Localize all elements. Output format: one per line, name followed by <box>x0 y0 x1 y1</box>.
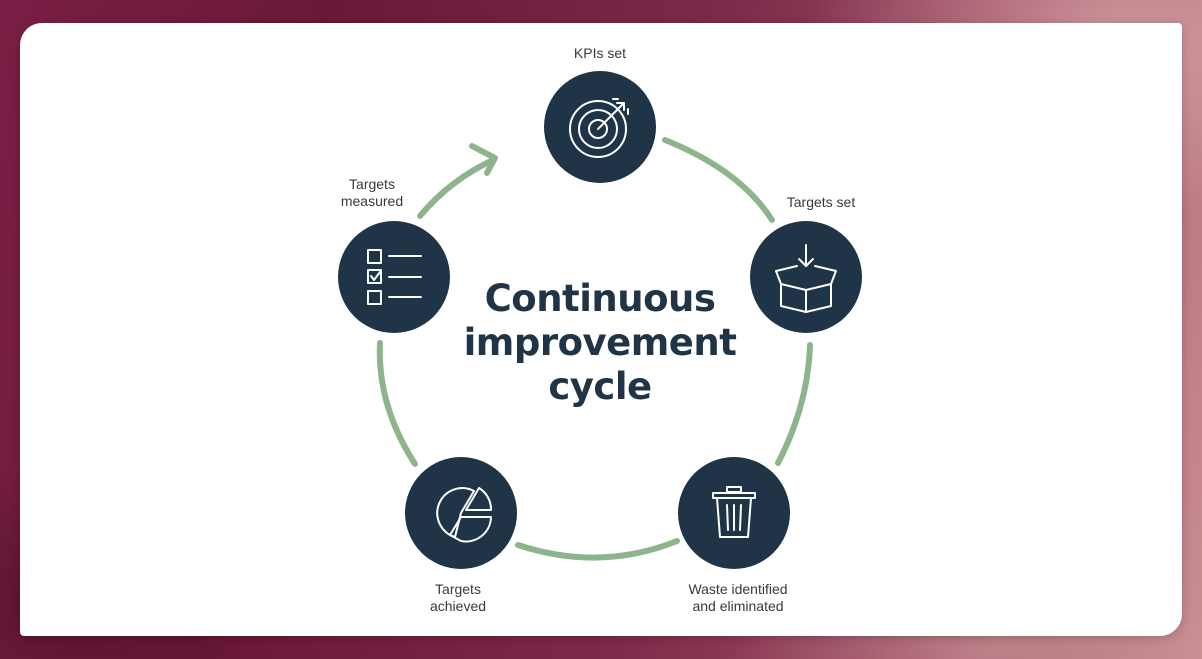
label-line: achieved <box>429 598 487 614</box>
arc-achieved-to-measured <box>376 340 418 467</box>
arc-kpis-to-targets-set <box>662 137 775 223</box>
arc-waste-to-achieved <box>515 538 680 561</box>
target-icon <box>569 98 629 158</box>
label-line: and eliminated <box>692 598 784 614</box>
title-line: improvement <box>463 321 737 364</box>
diagram-title: Continuous improvement cycle <box>440 277 760 409</box>
title-line: cycle <box>548 365 652 408</box>
arc-measured-to-kpis <box>417 157 496 219</box>
label-line: Waste identified <box>688 581 788 597</box>
label-targets-measured: Targets measured <box>322 176 422 210</box>
label-line: Targets set <box>786 194 856 210</box>
node-circle-targets-set <box>750 221 862 333</box>
label-kpis-set: KPIs set <box>550 45 650 62</box>
trash-bin-icon <box>712 486 756 538</box>
arc-targets-set-to-waste <box>775 342 813 466</box>
label-line: Targets <box>349 176 395 192</box>
label-waste-eliminated: Waste identified and eliminated <box>668 581 808 615</box>
checklist-icon <box>367 249 422 305</box>
title-line: Continuous <box>484 277 716 320</box>
box-download-icon <box>775 244 837 313</box>
label-line: measured <box>340 193 404 209</box>
pie-chart-icon <box>436 487 493 543</box>
label-targets-achieved: Targets achieved <box>408 581 508 615</box>
label-line: Targets <box>435 581 481 597</box>
cycle-arrowhead-icon <box>469 143 498 176</box>
label-targets-set: Targets set <box>766 194 876 211</box>
label-line: KPIs set <box>573 45 627 61</box>
